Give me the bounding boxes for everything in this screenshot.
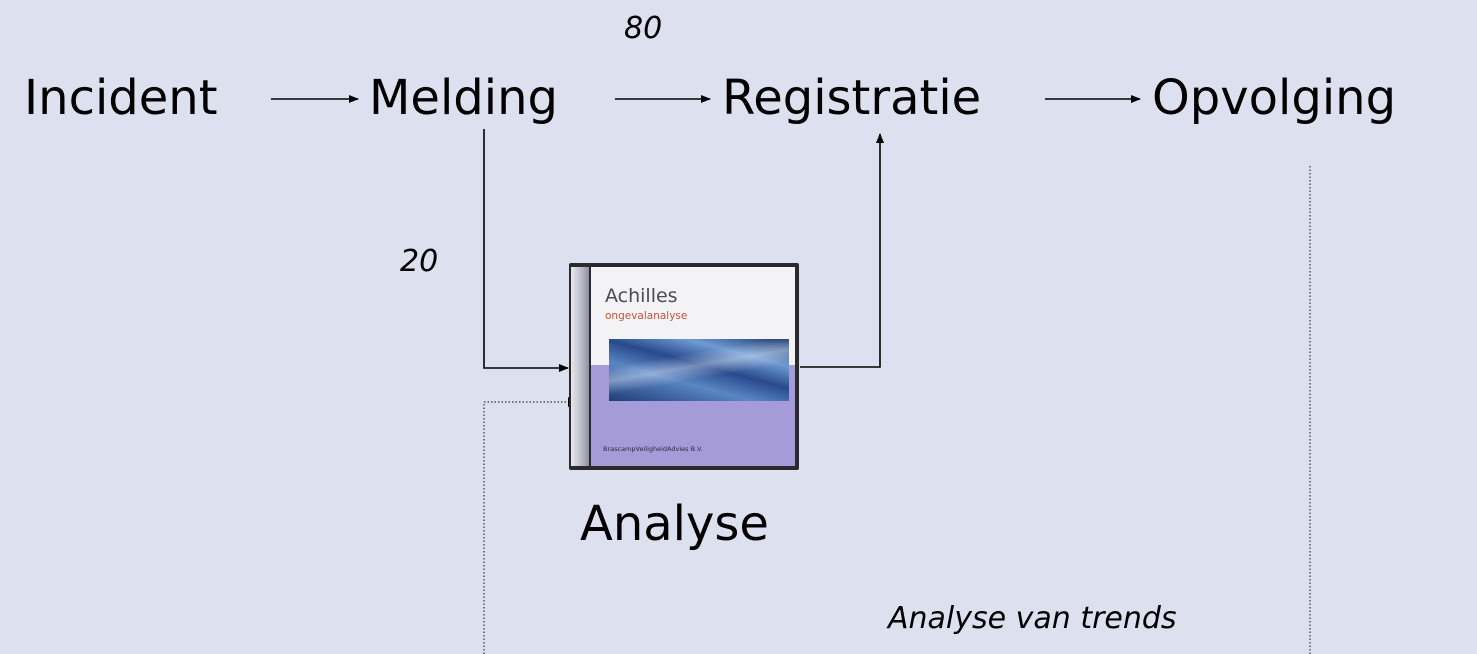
step-registratie: Registratie (722, 70, 982, 126)
achilles-software-box: Achilles ongevalanalyse BrascampVeilighe… (569, 263, 799, 470)
trend-analysis-note: Analyse van trends (888, 601, 1177, 636)
step-melding: Melding (369, 70, 558, 126)
product-publisher: BrascampVeiligheidAdvies B.V. (603, 445, 703, 453)
arrow-analyse-registratie (800, 133, 884, 368)
cd-cover: Achilles ongevalanalyse BrascampVeilighe… (591, 267, 795, 466)
product-subtitle: ongevalanalyse (605, 310, 688, 322)
step-analyse: Analyse (580, 496, 769, 552)
water-photo (609, 339, 789, 401)
step-opvolging: Opvolging (1152, 70, 1397, 126)
cd-spine (571, 267, 589, 466)
flow-label-80: 80 (624, 11, 663, 46)
trend-feedback-arrow (483, 401, 568, 654)
product-title: Achilles (605, 285, 678, 307)
step-incident: Incident (24, 70, 218, 126)
arrow-melding-analyse (483, 129, 569, 372)
flow-label-20: 20 (400, 244, 439, 279)
